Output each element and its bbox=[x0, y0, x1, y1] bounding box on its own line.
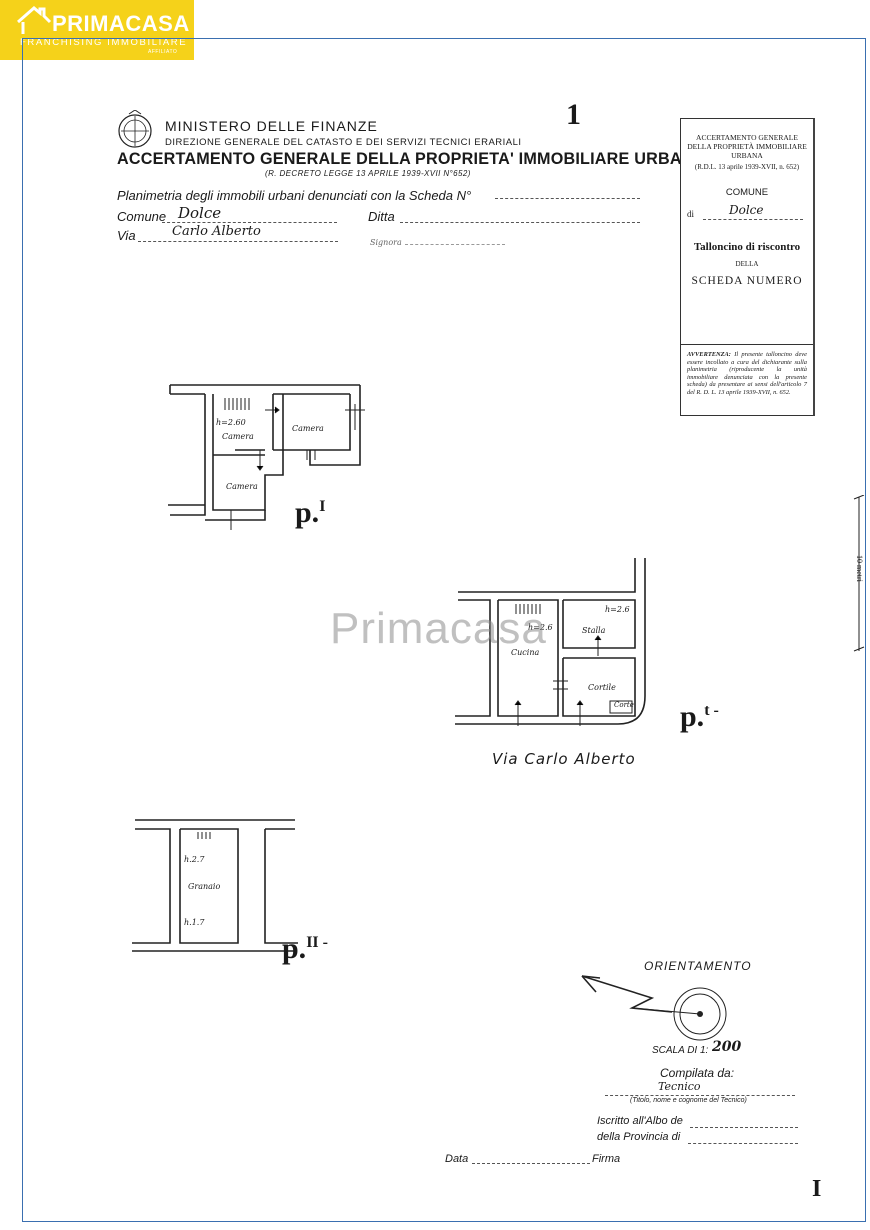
north-arrow-icon bbox=[581, 975, 727, 1041]
p1-height: h=2.60 bbox=[216, 418, 246, 427]
pt-label: p.t - bbox=[680, 700, 719, 733]
compilata-label: Compilata da: bbox=[660, 1066, 735, 1080]
scale-bar bbox=[853, 495, 865, 652]
ministry-title: MINISTERO DELLE FINANZE bbox=[165, 118, 378, 134]
pt-height-2: h=2.6 bbox=[605, 605, 630, 614]
talloncino-di-value: Dolce bbox=[729, 203, 764, 217]
talloncino-scheda: SCHEDA NUMERO bbox=[691, 275, 803, 287]
provincia-label: della Provincia di bbox=[597, 1131, 681, 1143]
p2-height-2: h.1.7 bbox=[184, 918, 205, 927]
p2-height-1: h.2.7 bbox=[184, 855, 205, 864]
page-mark: I bbox=[812, 1176, 822, 1202]
pt-corte: Corte bbox=[614, 701, 634, 709]
talloncino-di: di bbox=[687, 209, 695, 219]
compilata-value: Tecnico bbox=[658, 1080, 701, 1093]
house-icon bbox=[17, 6, 52, 34]
floorplan-second-floor bbox=[132, 819, 298, 952]
p1-camera-1: Camera bbox=[222, 432, 254, 441]
p1-label: p.I bbox=[295, 496, 326, 529]
iscritto-label: Iscritto all'Albo de bbox=[597, 1115, 683, 1127]
pt-stalla: Stalla bbox=[582, 626, 606, 635]
sheet-number: 1 bbox=[566, 98, 581, 131]
orientamento-label: ORIENTAMENTO bbox=[644, 959, 752, 973]
logo-brand: PRIMACASA bbox=[52, 11, 190, 36]
talloncino-avvertenza: AVVERTENZA: Il presente talloncino deve … bbox=[687, 351, 807, 396]
primacasa-logo: PRIMACASA FRANCHISING IMMOBILIARE AFFILI… bbox=[0, 0, 194, 60]
emblem-icon bbox=[118, 110, 152, 148]
via-value: Carlo Alberto bbox=[172, 224, 261, 239]
scala-value: 200 bbox=[712, 1039, 742, 1055]
ditta-label: Ditta bbox=[368, 209, 395, 224]
pt-height-1: h=2.6 bbox=[528, 623, 553, 632]
talloncino-title: ACCERTAMENTO GENERALE DELLA PROPRIETÀ IM… bbox=[687, 133, 807, 160]
data-label: Data bbox=[445, 1153, 469, 1165]
signature-small: Signora bbox=[370, 238, 402, 247]
scale-bar-label: 10 metri bbox=[855, 555, 864, 582]
titolo-note: (Titolo, nome e cognome del Tecnico) bbox=[630, 1097, 747, 1104]
decreto-note: (R. DECRETO LEGGE 13 APRILE 1939-XVII N°… bbox=[265, 169, 471, 178]
logo-tiny: AFFILIATO bbox=[148, 49, 178, 55]
logo-tagline: FRANCHISING IMMOBILIARE bbox=[20, 37, 188, 48]
direzione-title: DIREZIONE GENERALE DEL CATASTO E DEI SER… bbox=[165, 137, 522, 148]
talloncino-della: DELLA bbox=[735, 260, 759, 268]
via-label: Via bbox=[117, 228, 136, 243]
pt-cucina: Cucina bbox=[511, 648, 540, 657]
talloncino-law: (R.D.L. 13 aprile 1939-XVII, n. 652) bbox=[694, 163, 800, 171]
talloncino-comune: COMUNE bbox=[725, 187, 769, 198]
document-title: ACCERTAMENTO GENERALE DELLA PROPRIETA' I… bbox=[117, 150, 706, 168]
scala-label: SCALA DI 1: bbox=[652, 1045, 709, 1056]
p2-label: p.II - bbox=[282, 932, 328, 965]
p1-camera-3: Camera bbox=[226, 482, 258, 491]
comune-value: Dolce bbox=[178, 204, 222, 222]
document-frame bbox=[22, 38, 866, 1222]
talloncino-heading: Talloncino di riscontro bbox=[693, 241, 801, 253]
floorplan-ground-floor bbox=[455, 558, 646, 726]
talloncino-box: ACCERTAMENTO GENERALE DELLA PROPRIETÀ IM… bbox=[680, 118, 815, 416]
p1-camera-2: Camera bbox=[292, 424, 324, 433]
watermark: Primacasa bbox=[330, 604, 547, 653]
firma-label: Firma bbox=[592, 1153, 621, 1165]
street-name: Via Carlo Alberto bbox=[492, 750, 636, 768]
planimetria-label: Planimetria degli immobili urbani denunc… bbox=[117, 188, 472, 203]
floorplan-first-floor bbox=[168, 384, 365, 530]
pt-cortile: Cortile bbox=[588, 683, 616, 692]
comune-label: Comune bbox=[117, 209, 167, 224]
p2-granaio: Granaio bbox=[188, 882, 221, 891]
